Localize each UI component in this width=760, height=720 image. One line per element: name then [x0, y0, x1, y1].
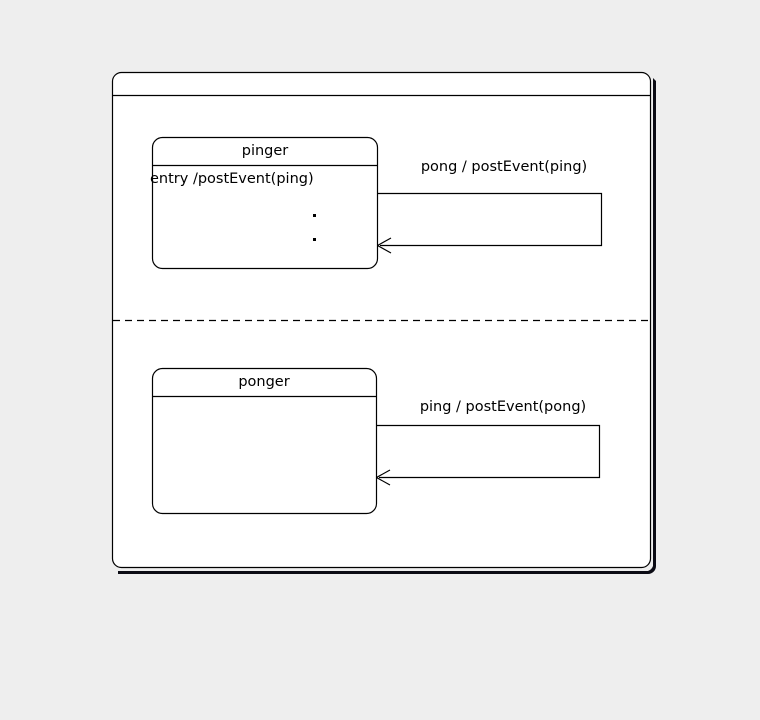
- state-pinger-continuation-dot-2: [313, 238, 316, 241]
- state-pinger-name: pinger: [242, 143, 289, 159]
- state-pinger-entry-action: entry /postEvent(ping): [150, 171, 314, 187]
- ponger-transition-label: ping / postEvent(pong): [420, 399, 586, 415]
- state-ponger[interactable]: [151, 367, 378, 515]
- state-pinger[interactable]: [151, 136, 379, 270]
- pinger-transition-label: pong / postEvent(ping): [421, 159, 587, 175]
- state-pinger-continuation-dot-1: [313, 214, 316, 217]
- pinger-self-transition-path: [378, 192, 603, 247]
- state-ponger-name: ponger: [238, 374, 289, 390]
- ponger-self-transition-path: [377, 424, 601, 479]
